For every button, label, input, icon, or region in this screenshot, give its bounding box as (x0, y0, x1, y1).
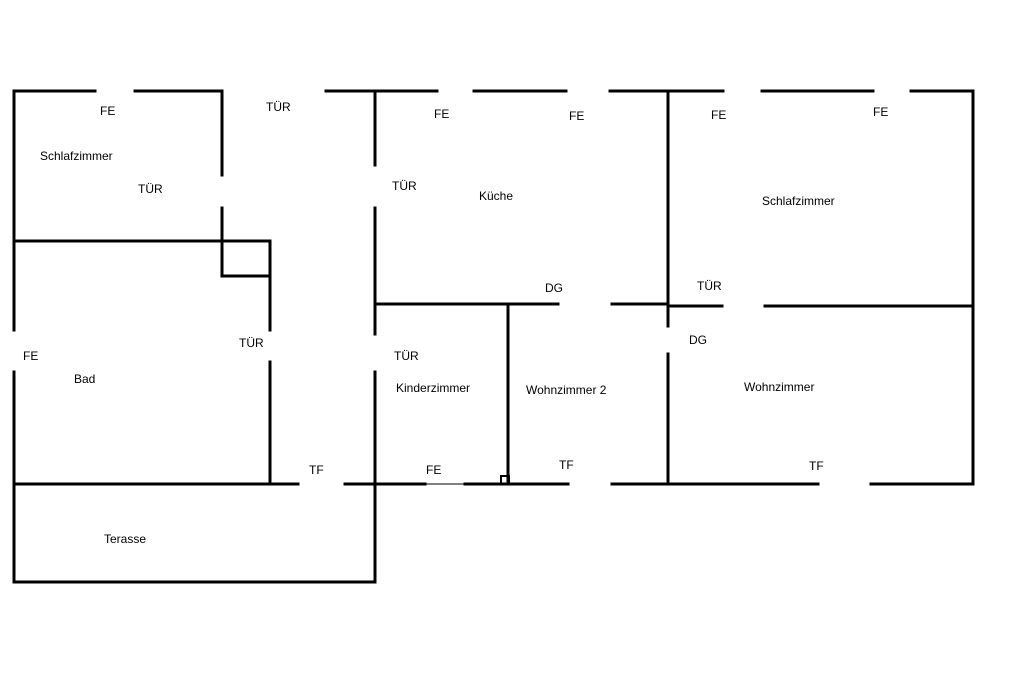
room-label-kitchen: Küche (479, 189, 513, 203)
room-labels: Schlafzimmer Küche Schlafzimmer Bad Kind… (40, 149, 835, 546)
door-label: TÜR (266, 100, 291, 114)
window-label: FE (569, 109, 584, 123)
door-label: TÜR (697, 279, 722, 293)
window-label: FE (873, 105, 888, 119)
passage-label: DG (545, 281, 563, 295)
window-label: FE (434, 107, 449, 121)
room-label-children-room: Kinderzimmer (396, 381, 470, 395)
opening-labels: FE FE FE FE FE FE FE TÜR TÜR TÜR TÜR TÜR… (23, 100, 888, 477)
room-label-bedroom-left: Schlafzimmer (40, 149, 113, 163)
walls (12, 89, 975, 584)
window-label: FE (100, 104, 115, 118)
room-label-living-room: Wohnzimmer (744, 380, 814, 394)
door-label: TÜR (392, 179, 417, 193)
room-label-living-room-2: Wohnzimmer 2 (526, 383, 607, 397)
pillar (500, 475, 510, 485)
door-label: TÜR (138, 182, 163, 196)
room-label-terrace: Terasse (104, 532, 146, 546)
terrace-door-label: TF (809, 459, 824, 473)
terrace-door-label: TF (309, 463, 324, 477)
terrace-door-label: TF (559, 458, 574, 472)
window-label: FE (426, 463, 441, 477)
door-label: TÜR (239, 336, 264, 350)
room-label-bedroom-right: Schlafzimmer (762, 194, 835, 208)
door-label: TÜR (394, 349, 419, 363)
window-label: FE (711, 108, 726, 122)
passage-label: DG (689, 333, 707, 347)
window-label: FE (23, 349, 38, 363)
room-label-bath: Bad (74, 372, 95, 386)
